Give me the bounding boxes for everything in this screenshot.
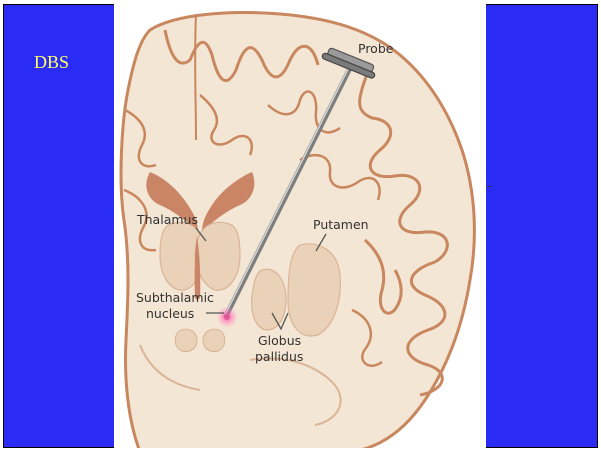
subthalamic-target-core	[224, 314, 230, 320]
subthalamic-label-line1: Subthalamic	[136, 290, 214, 305]
midline	[195, 14, 196, 140]
mammillary-bodies	[203, 329, 225, 351]
putamen-label: Putamen	[313, 217, 369, 232]
globus-label-line1: Globus	[258, 333, 301, 348]
subthalamic-label-line2: nucleus	[146, 306, 194, 321]
mammillary-bodies	[175, 329, 197, 351]
thalamus-label: Thalamus	[136, 212, 198, 227]
globus-pallidus	[252, 269, 286, 330]
probe-label: Probe	[358, 41, 394, 56]
globus-label-line2: pallidus	[255, 349, 303, 364]
